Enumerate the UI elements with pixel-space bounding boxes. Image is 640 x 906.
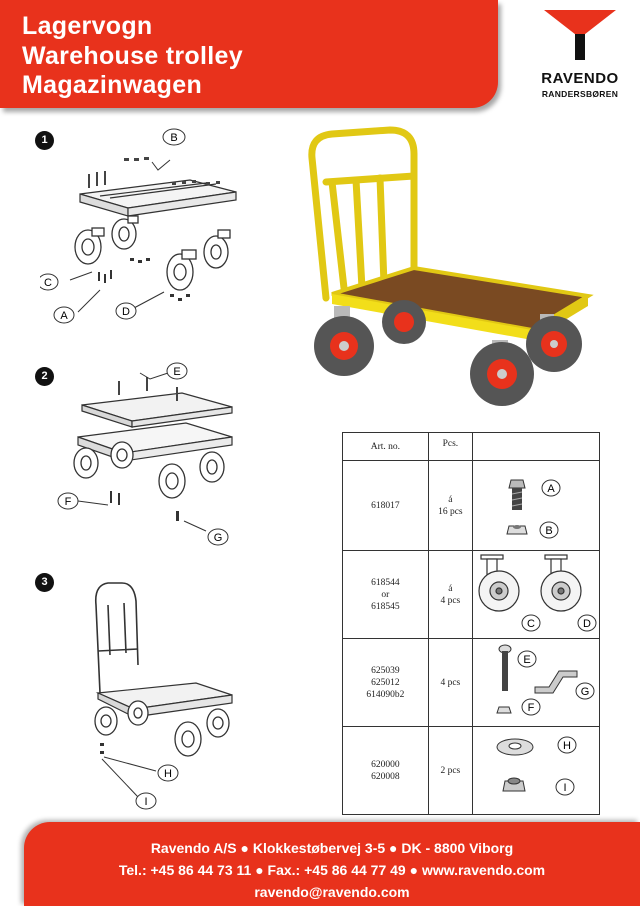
table-header-row: Art. no. Pcs. [342,432,600,461]
part-label-h: H [563,740,571,752]
step-badge-2: 2 [35,367,54,386]
bolt-icon [508,479,526,510]
callout-h-label: H [164,768,172,780]
art-cell: 618017 [342,460,429,551]
art-number: 618544 [371,577,400,588]
callout-f-label: F [65,496,72,508]
art-number: 620000 [371,759,400,770]
art-number: 618545 [371,601,400,612]
callout-e-label: E [173,366,180,378]
footer-address: Ravendo A/S ● Klokkestøbervej 3-5 ● DK -… [150,840,514,856]
bolt-and-nut-icon: A B [506,479,561,539]
callout-a-label: A [60,310,68,322]
pcs-value: á [448,494,453,505]
swivel-castor-icon [478,554,520,612]
part-label-d: D [583,618,591,630]
part-label-a: A [547,483,555,495]
step-badge-3: 3 [35,573,54,592]
fixed-castor-icon [540,554,582,612]
washer-icon [496,738,534,756]
bolt-bracket-icon: E F G [496,644,595,716]
part-label-b: B [545,525,552,537]
header-image [472,432,600,461]
step2-assembly-illustration: E F G [57,362,233,546]
art-number: 625039 [371,665,400,676]
pcs-cell: 4 pcs [427,638,474,727]
art-number: 620008 [371,771,400,782]
step1-assembly-illustration: B C A D [40,128,237,324]
pcs-value: 4 pcs [440,595,461,606]
pcs-cell: 2 pcs [427,726,474,815]
art-number: 614090b2 [366,689,405,700]
title-danish: Lagervogn [22,12,153,40]
long-bolt-icon [498,644,512,691]
art-number: 618017 [371,500,400,511]
pcs-value: 2 pcs [440,765,461,776]
callout-c-label: C [44,277,52,289]
parts-image-cell: E F G [472,638,600,727]
pcs-value: á [448,583,453,594]
nut-icon [506,525,528,535]
callout-g-label: G [214,532,223,544]
part-label-i: I [563,782,566,794]
callout-i-label: I [144,796,147,808]
parts-image-cell: H I [472,726,600,815]
lock-nut-icon [502,777,526,792]
washer-nut-icon: H I [496,736,577,796]
title-german: Magazinwagen [22,71,203,99]
header-band: Lagervogn Warehouse trolley Magazinwagen [0,0,498,108]
art-number: 625012 [371,677,400,688]
part-label-c: C [527,618,535,630]
part-label-g: G [581,686,590,698]
brand-subtitle: RANDERSBØREN [541,89,619,99]
header-pcs: Pcs. [427,432,474,461]
art-number: or [381,589,390,600]
footer-email[interactable]: ravendo@ravendo.com [254,884,410,900]
parts-image-cell: A B [472,460,600,551]
step-badge-1: 1 [35,131,54,150]
header-art-no: Art. no. [342,432,429,461]
brand-name: RAVENDO [541,70,619,87]
castors-icon: C D [478,554,597,632]
pcs-value: 4 pcs [440,677,461,688]
callout-b-label: B [170,132,177,144]
yellow-trolley-icon [308,126,594,406]
ravendo-logo: RAVENDO RANDERSBØREN [530,8,630,108]
logo-mark-icon [544,10,616,60]
pcs-value: 16 pcs [438,506,463,517]
footer-band: Ravendo A/S ● Klokkestøbervej 3-5 ● DK -… [24,822,640,906]
callout-d-label: D [122,306,130,318]
footer-contact[interactable]: Tel.: +45 86 44 73 11 ● Fax.: +45 86 44 … [118,862,546,878]
part-label-e: E [523,654,530,666]
step3-assembly-illustration: H I [94,582,233,810]
title-english: Warehouse trolley [22,42,243,70]
parts-image-cell: C D [472,550,600,639]
bracket-icon [534,670,578,694]
part-label-f: F [528,702,535,714]
small-nut-icon [496,706,512,714]
